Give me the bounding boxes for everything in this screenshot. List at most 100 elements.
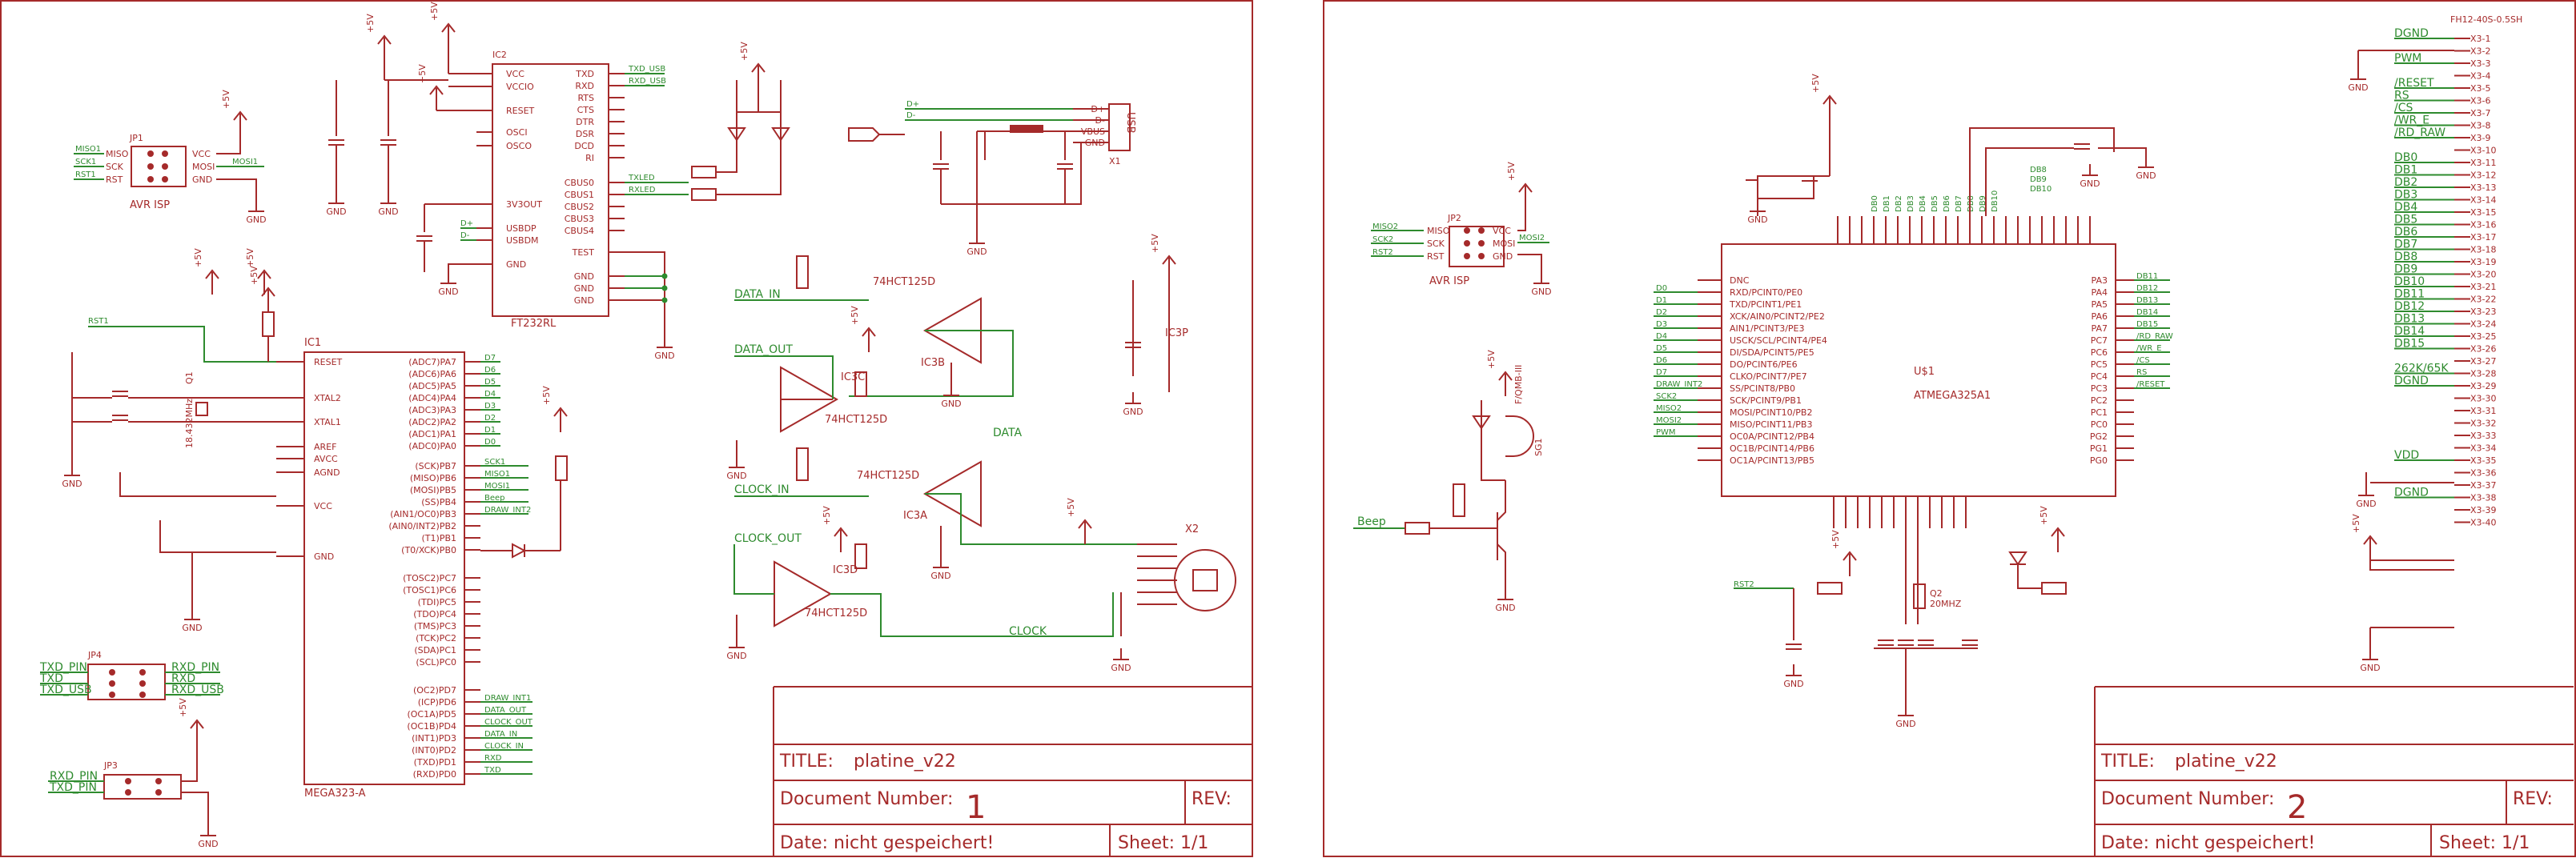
gnd-label: GND <box>438 287 458 297</box>
u1-left-pin: RXD/PCINT0/PE0 <box>1730 287 1802 298</box>
supply-arrow <box>751 62 766 73</box>
jp3-pin <box>155 778 162 784</box>
tb-title-value: platine_v22 <box>854 752 956 772</box>
supply-label: +5V <box>1810 74 1821 93</box>
x3-net-label: DB2 <box>2394 176 2417 189</box>
ic2-net: TXLED <box>628 174 655 182</box>
buzzer-part: F/QMB-III <box>1513 365 1524 404</box>
gnd-label: GND <box>62 479 82 489</box>
gnd-label: GND <box>967 247 987 257</box>
ic1-net-label: D1 <box>484 426 496 435</box>
x3-pin-label: X3-9 <box>2470 133 2491 143</box>
x3-pin-label: X3-14 <box>2470 195 2497 206</box>
ic2-right-pin: GND <box>574 283 594 294</box>
net-clock-out: CLOCK_OUT <box>734 532 802 545</box>
supply-label: +5V <box>365 14 376 33</box>
jp4-left-label: TXD_PIN <box>39 661 87 674</box>
u1-left-pin: OC1B/PCINT14/PB6 <box>1730 443 1814 454</box>
ic2-net: D- <box>460 231 470 240</box>
u1-right-net: /WR_E <box>2136 344 2162 353</box>
supply-arrow <box>1518 182 1533 193</box>
u1-right-pin: PC6 <box>2091 347 2108 358</box>
ic1-net-label: DRAW_INT2 <box>484 506 531 515</box>
u1-right-pin: PA3 <box>2092 275 2108 286</box>
jp2-pin <box>1464 227 1470 234</box>
wire <box>2017 564 2042 589</box>
gnd-label: GND <box>1747 214 1767 225</box>
wire <box>448 263 476 272</box>
jp4-name: JP4 <box>87 650 102 660</box>
gnd-label: GND <box>198 839 218 849</box>
x3-pin-label: X3-34 <box>2470 443 2497 454</box>
ic1-right-pin: (SCL)PC0 <box>416 657 456 668</box>
jp1-pin-label: MOSI <box>192 162 215 172</box>
gnd-label: GND <box>2136 170 2156 181</box>
resistor <box>1817 582 1843 595</box>
ic1-right-pin: (ADC3)PA3 <box>408 405 456 415</box>
ic2-right-pin: DSR <box>576 129 594 139</box>
ic1-right-pin: (ICP)PD6 <box>418 697 456 708</box>
ic1-right-pin: (TDO)PC4 <box>413 609 456 619</box>
supply-arrow <box>233 110 247 121</box>
u1-left-pin: CLKO/PCINT7/PE7 <box>1730 371 1807 382</box>
ic1-net-label: D3 <box>484 402 496 411</box>
tb-date-label: Date: nicht gespeichert! <box>780 833 994 853</box>
u1-right-net: /CS <box>2136 356 2150 365</box>
wire <box>625 251 665 336</box>
u1-left-pin: SCK/PCINT9/PB1 <box>1730 395 1802 406</box>
jp1-title: AVR ISP <box>130 199 170 211</box>
rst-label: RST1 <box>88 317 109 326</box>
ic1-right-pin: (OC2)PD7 <box>413 685 456 696</box>
wire <box>216 136 241 154</box>
junction-dot <box>661 273 668 279</box>
x3-pin-label: X3-18 <box>2470 245 2497 255</box>
ic1-right-pin: (ADC5)PA5 <box>408 381 456 391</box>
net-clock: CLOCK <box>1009 625 1047 638</box>
x3-net-label: DGND <box>2394 375 2429 387</box>
u1-left-net: DRAW_INT2 <box>1656 380 1702 389</box>
resistor <box>854 371 867 397</box>
resistor <box>691 188 717 201</box>
ic1-left-pin: VCC <box>314 501 332 511</box>
ic1-right-pin: (TXD)PD1 <box>414 757 456 768</box>
jp4-right-label: RXD_PIN <box>171 661 219 674</box>
gnd-label: GND <box>941 399 961 409</box>
q1-label: Q1 <box>184 371 195 384</box>
supply-label: +5V <box>541 386 552 405</box>
resistor <box>262 311 275 337</box>
gnd-label: GND <box>1895 719 1915 729</box>
gnd-label: GND <box>326 206 346 217</box>
wire <box>119 472 276 497</box>
u1-top-net: DB1 <box>1883 195 1891 212</box>
resistor <box>1405 522 1430 535</box>
rst-net <box>88 326 276 363</box>
u1-name: U$1 <box>1914 366 1935 378</box>
wire <box>716 144 782 195</box>
supply-label: +5V <box>1150 234 1160 253</box>
x3-net-label: /RD_RAW <box>2394 126 2445 139</box>
tb-docnum-value: 2 <box>2287 789 2307 826</box>
ic1-net-label: CLOCK_OUT <box>484 718 533 727</box>
ic3c-name: IC3C <box>841 371 865 383</box>
gnd-label: GND <box>2356 499 2376 509</box>
ic1-right-pin: (TOSC1)PC6 <box>403 585 456 595</box>
x3-net-label: VDD <box>2394 449 2419 462</box>
gnd-label: GND <box>246 214 266 225</box>
u1-left-net: D2 <box>1656 308 1667 317</box>
ic1-left-pin: XTAL2 <box>314 393 341 403</box>
x3-pin-label: X3-2 <box>2470 46 2491 57</box>
ic1-name: IC1 <box>304 337 321 349</box>
wire <box>1481 400 1505 481</box>
x3-pin-label: X3-28 <box>2470 369 2497 379</box>
jp2-pin <box>1478 253 1485 259</box>
ic1-net-label: SCK1 <box>484 458 505 467</box>
gnd-label: GND <box>2080 178 2100 189</box>
jp3-pin <box>155 789 162 796</box>
u1-right-pin: PC5 <box>2091 359 2108 370</box>
x3-pin-label: X3-20 <box>2470 270 2497 280</box>
wire <box>925 493 1137 545</box>
ic1-right-pin: (SCK)PB7 <box>415 461 456 471</box>
wire <box>1746 176 1758 181</box>
usb-body <box>1108 103 1131 151</box>
x3-net-label: DB3 <box>2394 189 2417 202</box>
